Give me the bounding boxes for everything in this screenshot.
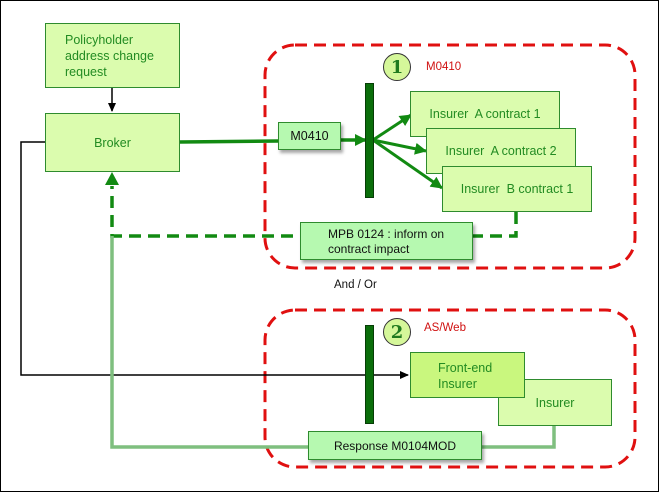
m0410-message-box: M0410 <box>278 122 341 150</box>
insurer-b-contract-1-box: Insurer B contract 1 <box>442 166 592 212</box>
mpb0124-message-label: MPB 0124 : inform on contract impact <box>328 227 445 256</box>
m0410-message-label: M0410 <box>290 129 329 143</box>
front-end-insurer-box: Front-end Insurer <box>410 352 525 398</box>
insurer-label: Insurer <box>535 395 575 410</box>
zone2-split-bar <box>365 325 374 424</box>
broker-label: Broker <box>94 135 131 150</box>
mpb0124-return-line <box>110 186 518 238</box>
policyholder-request-box: Policyholder address change request <box>45 23 180 88</box>
broker-box: Broker <box>45 113 180 172</box>
front-end-insurer-label: Front-end Insurer <box>438 361 493 391</box>
zone1-boundary <box>263 43 637 270</box>
policyholder-request-label: Policyholder address change request <box>65 33 154 79</box>
and-or-label: And / Or <box>334 279 377 291</box>
zone1-label: M0410 <box>426 61 462 73</box>
insurer-b-contract-1-label: Insurer B contract 1 <box>460 182 574 196</box>
zone2-boundary <box>263 308 637 469</box>
zone2-badge: 2 <box>383 318 411 346</box>
mpb0124-message-box: MPB 0124 : inform on contract impact <box>300 222 473 260</box>
broker-to-m0410-line <box>179 139 279 144</box>
fan-arrow-1 <box>372 113 412 142</box>
fan-arrow-2 <box>372 138 427 155</box>
m0104mod-message-label: Response M0104MOD <box>333 438 457 453</box>
m0104mod-message-box: Response M0104MOD <box>308 431 482 460</box>
zone1-badge: 1 <box>383 53 411 81</box>
zone2-label: AS/Web <box>424 322 466 334</box>
broker-return-arrowhead <box>105 172 119 185</box>
fan-arrow-3 <box>372 138 443 190</box>
zone1-split-bar <box>365 83 374 198</box>
insurer-a-contract-2-label: Insurer A contract 2 <box>445 144 557 158</box>
broker-to-frontend-line <box>20 141 409 379</box>
insurer-a-contract-1-label: Insurer A contract 1 <box>429 107 541 121</box>
